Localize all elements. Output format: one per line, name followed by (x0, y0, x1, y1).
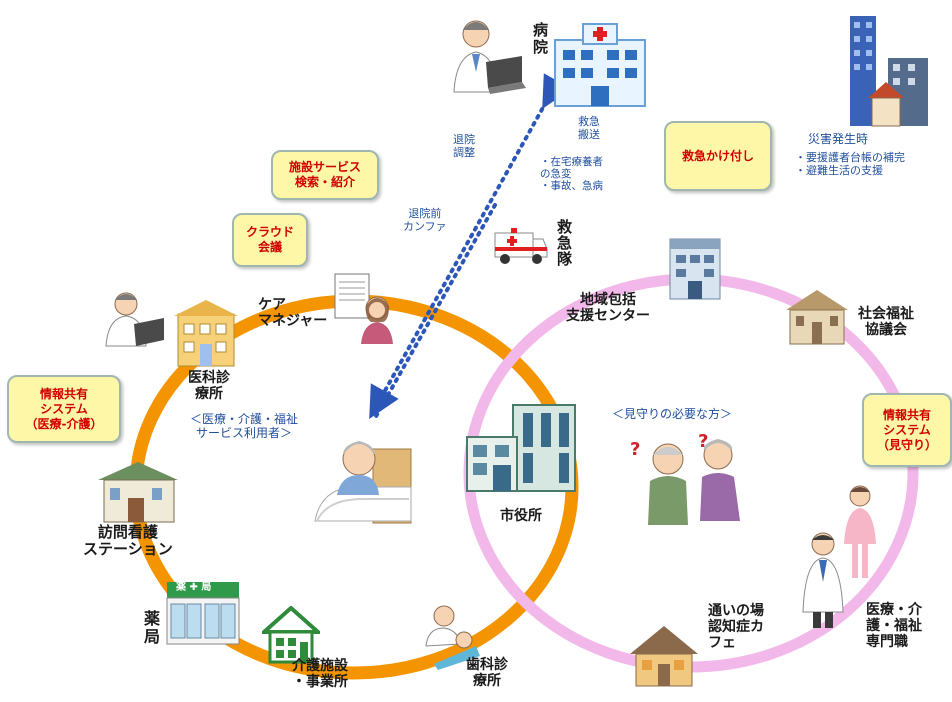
visiting-nurse-label: 訪問看護 ステーション (83, 523, 173, 559)
city-hall-label: 市役所 (500, 508, 542, 524)
care-facility-label: 介護施設 ・事業所 (292, 658, 348, 691)
dental-clinic-icon (425, 605, 480, 670)
elderly-in-bed-icon (314, 441, 412, 524)
discharge-arrow (369, 73, 572, 419)
cloud-meeting-box: クラウド 会議 (232, 213, 308, 267)
disaster-title-label: 災害発生時 (808, 132, 869, 146)
home-care-note-label: ・在宅療養者 の急変 ・事故、急病 (540, 156, 603, 193)
hospital-label: 病 院 (533, 21, 549, 57)
doctor-icon (802, 532, 844, 628)
visiting-nurse-station-icon (98, 462, 178, 523)
community-center-building-icon (669, 238, 721, 300)
watch-person-label: ＜見守りの必要な方＞ (612, 407, 733, 421)
pharmacy-sign-label: 薬 ✚ 局 (176, 582, 212, 593)
service-user-label: ＜医療・介護・福祉 サービス利用者＞ (190, 412, 299, 440)
professionals-label: 医療・介 護・福祉 専門職 (866, 602, 922, 651)
care-manager-icon (334, 273, 393, 344)
emergency-transport-label: 救急 搬送 (578, 115, 600, 141)
medical-clinic-label: 医科診 療所 (188, 370, 230, 403)
ambulance-icon (494, 228, 548, 264)
clinic-doctor-icon (105, 292, 164, 347)
medical-clinic-building-icon (174, 300, 238, 367)
disaster-buildings-icon (850, 16, 928, 127)
nurse-icon (844, 485, 876, 578)
social-welfare-building-icon (786, 290, 848, 345)
social-welfare-label: 社会福祉 協議会 (858, 306, 914, 339)
svg-text:?: ? (630, 439, 640, 460)
dementia-cafe-house-icon (630, 626, 698, 687)
elderly-couple-icon: ? ? (630, 431, 740, 525)
city-hall-building-icon (466, 404, 576, 492)
pharmacy-label: 薬 局 (144, 609, 161, 646)
dental-clinic-label: 歯科診 療所 (466, 657, 508, 690)
community-center-label: 地域包括 支援センター (566, 292, 650, 325)
disaster-items-label: ・要援護者台帳の補完 ・避難生活の支援 (795, 151, 905, 177)
doctor-laptop-icon (453, 20, 526, 94)
facility-search-box: 施設サービス 検索・紹介 (271, 150, 379, 200)
svg-text:?: ? (698, 431, 708, 452)
info-share-watch-box: 情報共有 システム （見守り） (862, 393, 952, 467)
emergency-alert-box: 救急かけ付し (664, 121, 772, 191)
info-share-medical-box: 情報共有 システム （医療-介護） (7, 375, 121, 443)
care-manager-label: ケア マネジャー (258, 297, 328, 330)
conference-arrow (373, 203, 497, 420)
discharge-coordination-label: 退院 調整 (453, 133, 475, 159)
dementia-cafe-label: 通いの場 認知症カ フェ (708, 603, 764, 652)
care-facility-house-icon (262, 606, 320, 664)
preadmission-conference-label: 退院前 カンファ (403, 207, 447, 233)
pharmacy-building-icon (166, 582, 240, 645)
ambulance-team-label: 救 急 隊 (557, 218, 573, 268)
hospital-building-icon (554, 23, 646, 107)
